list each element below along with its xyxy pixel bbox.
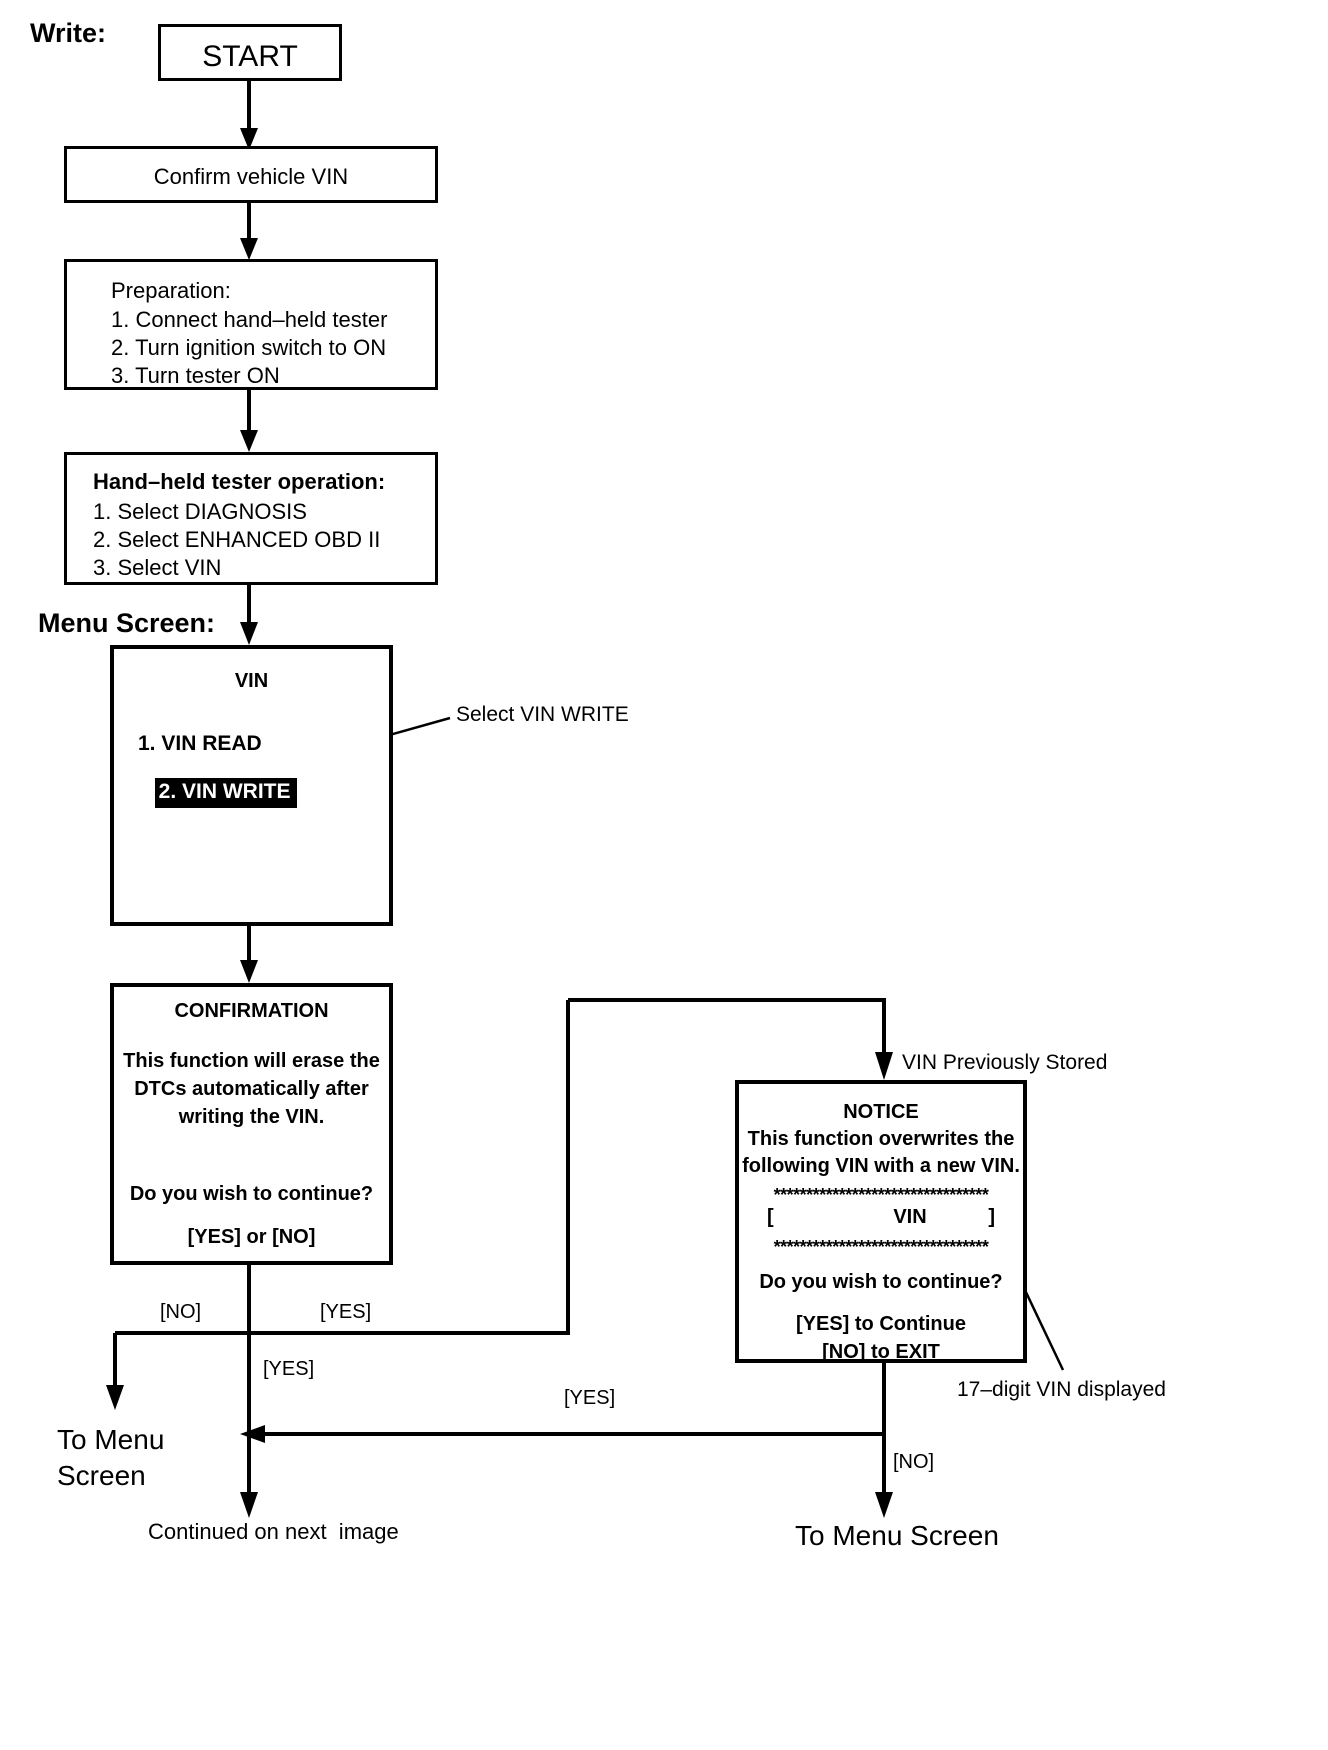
- confirmation-body-line-3: writing the VIN.: [178, 1106, 325, 1128]
- menu-screen-heading: Menu Screen:: [38, 608, 216, 638]
- tester-operation-step-1: 1. Select DIAGNOSIS: [93, 499, 307, 524]
- node-preparation: Preparation: 1. Connect hand–held tester…: [64, 259, 438, 390]
- screen-confirmation: CONFIRMATION This function will erase th…: [110, 983, 393, 1265]
- confirmation-question: Do you wish to continue?: [129, 1183, 374, 1205]
- screen-notice: NOTICE This function overwrites the foll…: [735, 1080, 1027, 1363]
- notice-vin-close-bracket: ]: [988, 1206, 995, 1228]
- tester-operation-heading: Hand–held tester operation:: [93, 469, 386, 494]
- edge-label-yes-down: [YES]: [263, 1358, 315, 1380]
- notice-stars-bottom: *********************************: [773, 1237, 989, 1257]
- notice-vin-word: VIN: [893, 1206, 927, 1228]
- confirmation-choices[interactable]: [YES] or [NO]: [187, 1226, 316, 1248]
- preparation-step-1: 1. Connect hand–held tester: [111, 307, 388, 332]
- annotation-17-digit-vin: 17–digit VIN displayed: [957, 1378, 1166, 1401]
- notice-body-line-2: following VIN with a new VIN.: [742, 1155, 1020, 1177]
- notice-choice-no[interactable]: [NO] to EXIT: [822, 1341, 940, 1363]
- edge-label-no-left: [NO]: [160, 1301, 202, 1323]
- screen-vin-menu: VIN 1. VIN READ 2. VIN WRITE: [110, 645, 393, 926]
- vin-menu-item-write[interactable]: 2. VIN WRITE: [128, 758, 297, 829]
- confirmation-body-line-1: This function will erase the: [123, 1050, 380, 1072]
- edge-label-yes-right: [YES]: [320, 1301, 372, 1323]
- terminal-to-menu-screen-left-line2: Screen: [57, 1460, 146, 1491]
- terminal-continued: Continued on next image: [148, 1519, 399, 1544]
- notice-question: Do you wish to continue?: [759, 1271, 1003, 1293]
- annotation-vin-previously-stored: VIN Previously Stored: [902, 1051, 1108, 1074]
- preparation-step-3: 3. Turn tester ON: [111, 363, 280, 388]
- confirmation-body-line-2: DTCs automatically after: [134, 1078, 369, 1100]
- notice-choice-yes[interactable]: [YES] to Continue: [796, 1313, 966, 1335]
- notice-body-line-1: This function overwrites the: [747, 1128, 1015, 1150]
- tester-operation-step-2: 2. Select ENHANCED OBD II: [93, 527, 381, 552]
- terminal-to-menu-screen-left-line1: To Menu: [57, 1424, 165, 1455]
- node-confirm-vin: Confirm vehicle VIN: [64, 146, 438, 203]
- preparation-step-2: 2. Turn ignition switch to ON: [111, 335, 387, 360]
- confirmation-title: CONFIRMATION: [174, 1000, 329, 1022]
- notice-vin-row: [ VIN ]: [739, 1206, 1023, 1229]
- terminal-to-menu-screen-right: To Menu Screen: [795, 1520, 999, 1551]
- vin-menu-item-write-label: 2. VIN WRITE: [154, 778, 297, 809]
- node-start-label: START: [202, 40, 298, 73]
- vin-menu-item-read[interactable]: 1. VIN READ: [138, 732, 262, 755]
- write-heading: Write:: [30, 18, 107, 48]
- notice-title: NOTICE: [843, 1101, 919, 1123]
- edge-label-yes-return: [YES]: [564, 1387, 616, 1409]
- notice-vin-open-bracket: [: [767, 1206, 774, 1228]
- notice-stars-top: *********************************: [773, 1185, 989, 1205]
- node-start: START: [158, 24, 342, 81]
- tester-operation-step-3: 3. Select VIN: [93, 555, 222, 580]
- preparation-heading: Preparation:: [111, 278, 231, 303]
- node-tester-operation: Hand–held tester operation: 1. Select DI…: [64, 452, 438, 585]
- node-confirm-vin-label: Confirm vehicle VIN: [153, 164, 349, 189]
- annotation-select-vin-write: Select VIN WRITE: [456, 703, 629, 726]
- edge-label-no-notice: [NO]: [893, 1451, 935, 1473]
- vin-menu-title: VIN: [234, 670, 269, 692]
